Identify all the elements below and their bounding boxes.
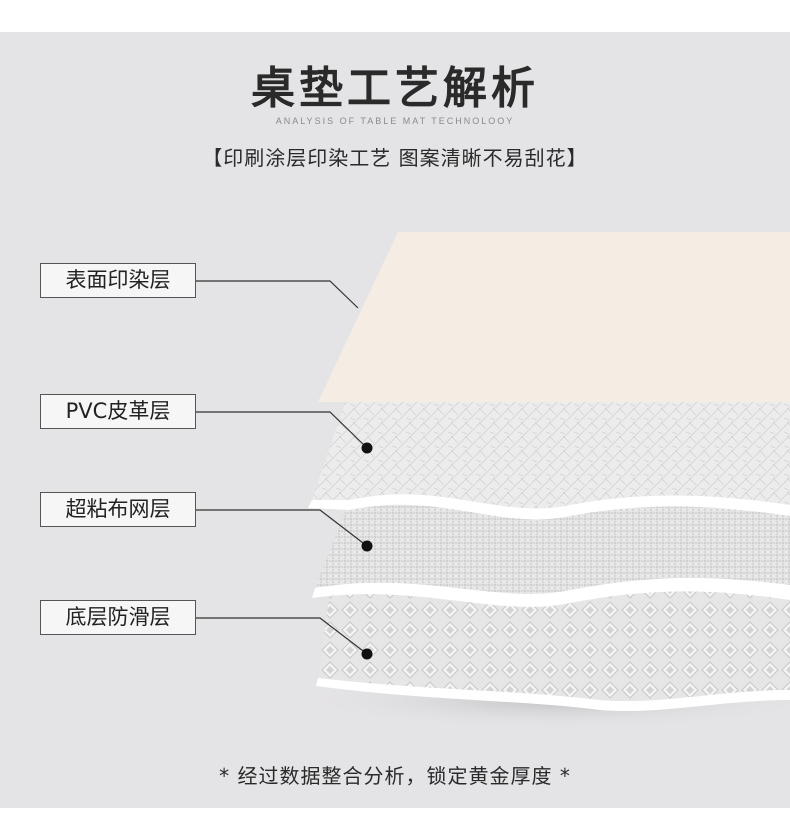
leader-line-surface: [196, 280, 359, 309]
pvc-leather-layer: [308, 402, 790, 520]
surface-print-layer: [318, 232, 790, 402]
label-pvc-leather-layer: PVC皮革层: [40, 394, 196, 429]
mesh-layer: [312, 494, 790, 607]
marker-dot-pvc: [361, 442, 373, 454]
leader-line-antislip: [196, 617, 368, 655]
label-surface-print-layer: 表面印染层: [40, 263, 196, 298]
page-subtitle: ANALYSIS OF TABLE MAT TECHNOLOOY: [275, 116, 515, 126]
label-anti-slip-layer: 底层防滑层: [40, 600, 196, 635]
page-tagline: 【印刷涂层印染工艺 图案清晰不易刮花】: [202, 146, 588, 170]
page-title: 桌垫工艺解析: [251, 63, 539, 114]
leader-line-mesh: [196, 509, 368, 547]
marker-dot-mesh: [361, 540, 373, 552]
leader-line-pvc: [196, 411, 368, 449]
footer-note: * 经过数据整合分析，锁定黄金厚度 *: [219, 764, 571, 788]
marker-dot-antislip: [361, 648, 373, 660]
anti-slip-layer: [316, 577, 790, 712]
label-mesh-layer: 超粘布网层: [40, 492, 196, 527]
